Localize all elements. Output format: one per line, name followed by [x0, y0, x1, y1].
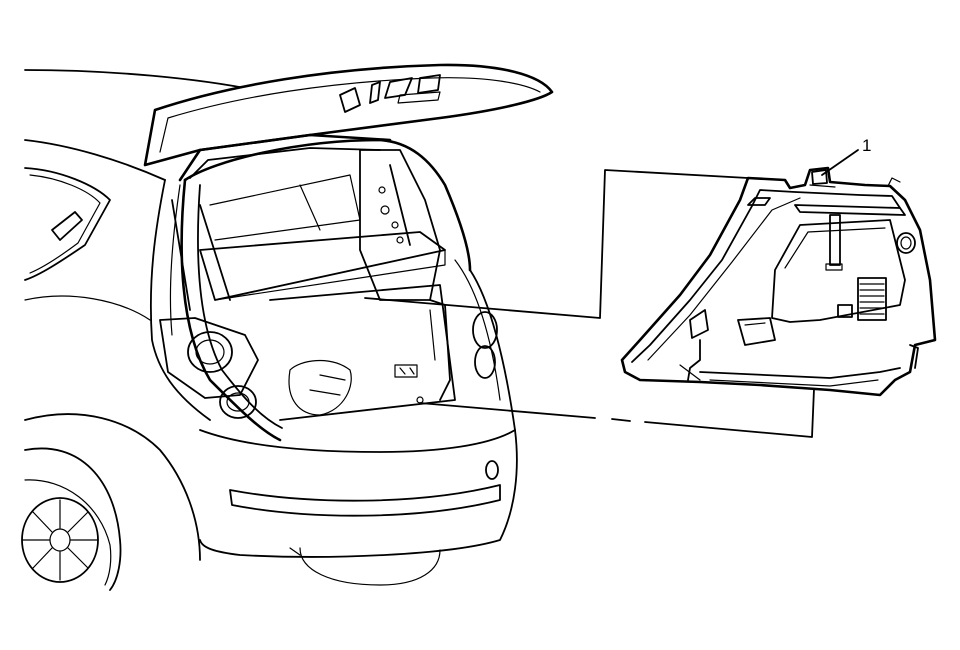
vent-grille: [857, 277, 887, 321]
vehicle-rear-view: [24, 69, 518, 586]
callout-1-leader: [821, 149, 859, 176]
rear-quarter-trim-panel: [620, 166, 937, 397]
callout-1-label: 1: [862, 136, 871, 155]
rear-wheel: [21, 447, 122, 591]
callout-1: 1: [821, 136, 871, 176]
cargo-opening: [171, 138, 472, 442]
